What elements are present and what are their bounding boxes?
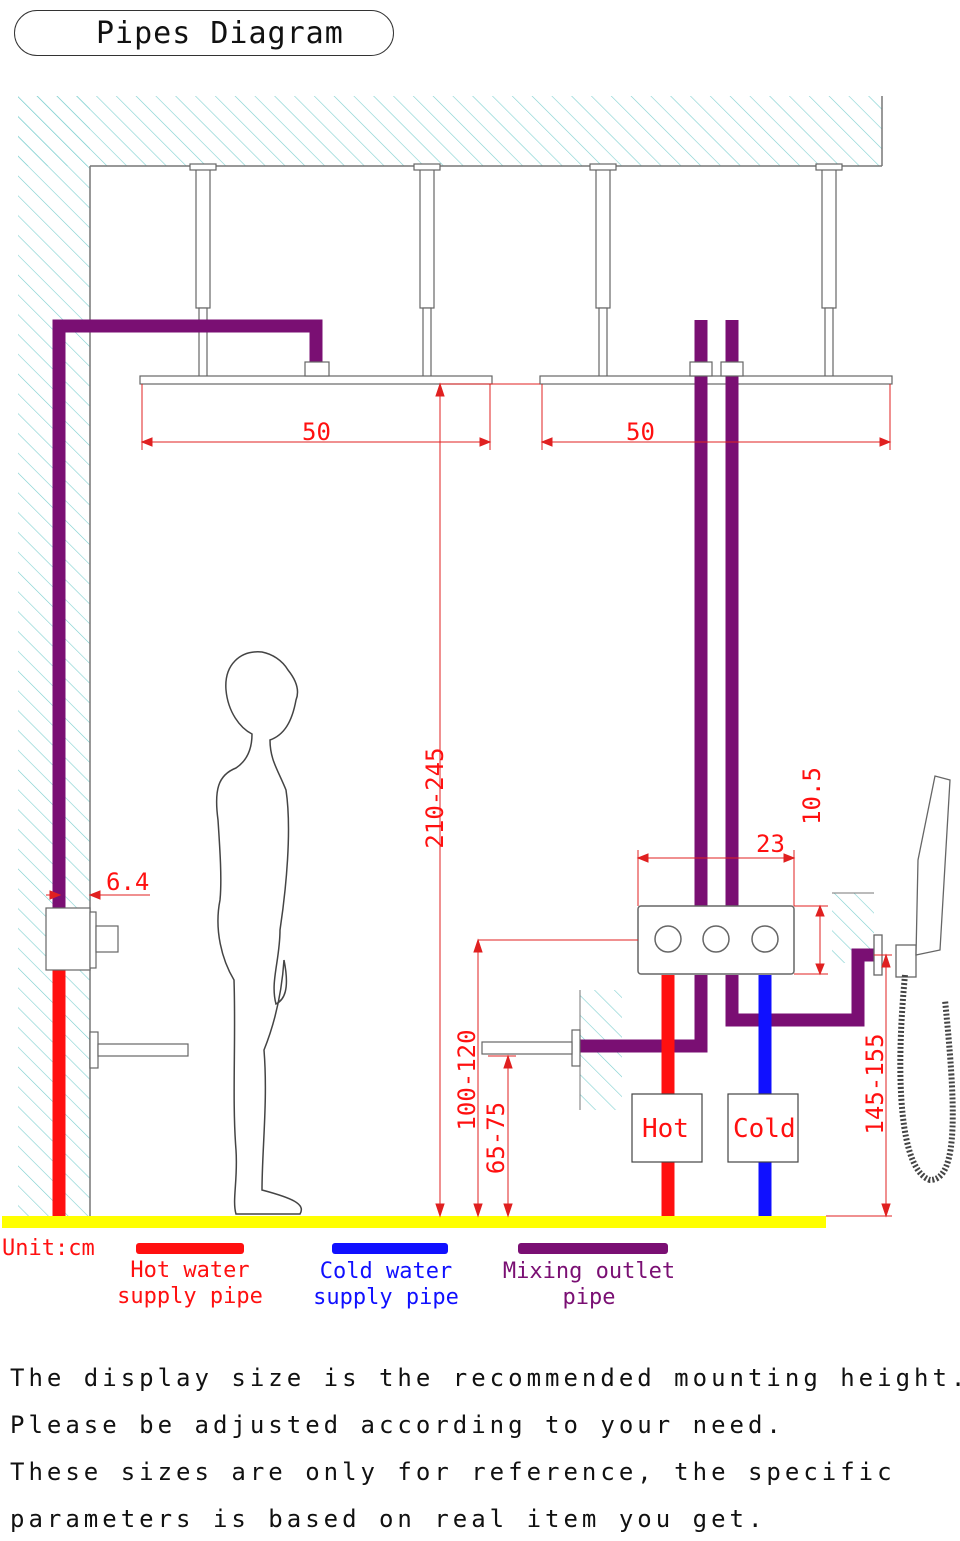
shower-head-right [539, 375, 893, 385]
cold-label-box [727, 1093, 799, 1163]
dim-hand-shower-height: 145-155 [861, 1033, 889, 1135]
legend-mixing: Mixing outlet pipe [496, 1259, 682, 1311]
unit-label: Unit:cm [2, 1236, 95, 1261]
dim-wall-valve-offset: 6.4 [106, 868, 150, 896]
dimension-lines [46, 382, 892, 1218]
shower-arm-connector [304, 361, 330, 377]
hot-label: Hot [642, 1114, 689, 1144]
mixing-pipes [52, 319, 878, 1053]
dim-valve-mount-height: 100-120 [453, 1029, 481, 1131]
left-spout [89, 1031, 189, 1069]
note-line-3: These sizes are only for reference, the … [10, 1458, 896, 1486]
pipe-connector-right [720, 361, 744, 377]
hot-supply-pipes [52, 965, 675, 1216]
legend-hot: Hot water supply pipe [100, 1258, 280, 1310]
dim-valve-width: 23 [756, 830, 785, 858]
cold-label: Cold [733, 1114, 796, 1144]
dim-head-right-width: 50 [626, 418, 655, 446]
note-line-1: The display size is the recommended moun… [10, 1364, 960, 1392]
legend-swatch-mixing [518, 1243, 668, 1254]
right-spout [481, 1029, 581, 1067]
dim-ceiling-height: 210-245 [421, 747, 449, 849]
floor-line [2, 1216, 826, 1228]
hot-label-box [631, 1093, 703, 1163]
legend-cold-line2: supply pipe [313, 1285, 459, 1310]
dim-valve-height: 10.5 [798, 767, 826, 825]
diagram-title: Pipes Diagram [96, 16, 344, 51]
left-wall-valve [45, 907, 119, 971]
thermostatic-valve [637, 905, 795, 975]
ceiling-rods [189, 163, 843, 379]
title-pill [14, 10, 394, 56]
legend-swatch-cold [332, 1243, 448, 1254]
legend-hot-line1: Hot water [130, 1258, 250, 1283]
shower-head-left [139, 375, 493, 385]
legend-mixing-line1: Mixing outlet [502, 1259, 676, 1284]
legend-cold-line1: Cold water [319, 1259, 453, 1284]
legend-swatch-hot [136, 1243, 244, 1254]
legend-swatches [136, 1243, 668, 1254]
legend-hot-line2: supply pipe [117, 1284, 263, 1309]
person-silhouette [215, 651, 303, 1215]
note-line-4: parameters is based on real item you get… [10, 1505, 767, 1533]
pipes-diagram [2, 96, 956, 1254]
note-line-2: Please be adjusted according to your nee… [10, 1411, 785, 1439]
legend-mixing-line2: pipe [562, 1285, 616, 1310]
dim-spout-height: 65-75 [482, 1101, 510, 1175]
legend-cold: Cold water supply pipe [296, 1259, 476, 1311]
pipe-connector-left [689, 361, 713, 377]
dim-head-left-width: 50 [302, 418, 331, 446]
